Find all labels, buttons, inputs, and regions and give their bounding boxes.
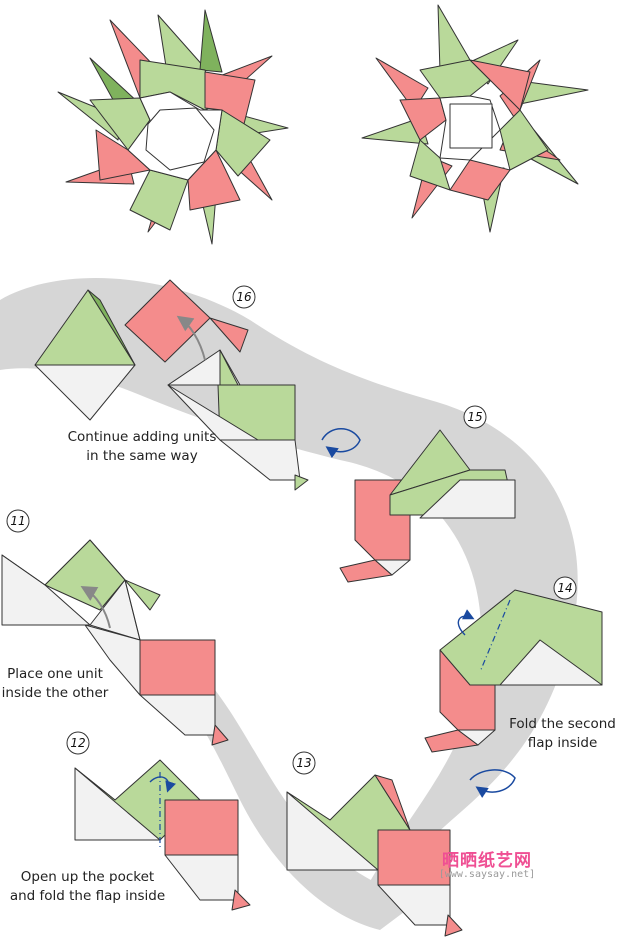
step-16-figure xyxy=(34,279,309,491)
caption-continue-line-1: Continue adding units xyxy=(67,429,217,445)
watermark-url: [www.saysay.net] xyxy=(438,869,536,880)
step-12-fold-arrow xyxy=(149,776,176,793)
caption-open-pocket-line-1: Open up the pocket xyxy=(20,869,155,885)
finished-star-left xyxy=(57,9,289,245)
caption-fold-second-line-1: Fold the second xyxy=(509,716,616,732)
step-14-fold-arrow xyxy=(457,609,475,636)
step-12-number: 12 xyxy=(70,736,85,750)
caption-place-line-2: inside the other xyxy=(1,685,109,701)
watermark-cn: 晒晒纸艺网 xyxy=(442,851,532,871)
step-13-number: 13 xyxy=(296,756,311,770)
caption-place-line-1: Place one unit xyxy=(7,666,103,682)
step-15-number: 15 xyxy=(467,410,482,424)
step-11-number: 11 xyxy=(10,514,25,528)
step-14-figure xyxy=(424,589,603,753)
caption-open-pocket-line-2: and fold the flap inside xyxy=(9,888,166,904)
caption-fold-second: Fold the second flap inside xyxy=(505,715,620,753)
sequence-path xyxy=(0,278,578,900)
step-13-figure xyxy=(286,774,463,937)
step-12-figure xyxy=(74,759,251,911)
step-11-arrow xyxy=(80,585,111,629)
step-15-figure xyxy=(339,429,516,583)
step-16-number: 16 xyxy=(236,290,252,304)
finished-star-right xyxy=(361,4,589,233)
caption-continue-line-2: in the same way xyxy=(86,448,198,464)
site-watermark: 晒晒纸艺网 [www.saysay.net] xyxy=(427,846,547,880)
caption-open-pocket: Open up the pocket and fold the flap ins… xyxy=(0,868,175,906)
rotate-arrow-14 xyxy=(469,769,516,798)
caption-place: Place one unit inside the other xyxy=(0,665,110,703)
caption-continue: Continue adding units in the same way xyxy=(52,428,232,466)
caption-fold-second-line-2: flap inside xyxy=(527,735,598,751)
rotate-arrow-16 xyxy=(321,428,361,459)
step-14-fold-line xyxy=(479,599,511,673)
step-14-number: 14 xyxy=(557,581,572,595)
step-16-arrow xyxy=(176,315,206,361)
step-11-figure xyxy=(1,539,229,746)
